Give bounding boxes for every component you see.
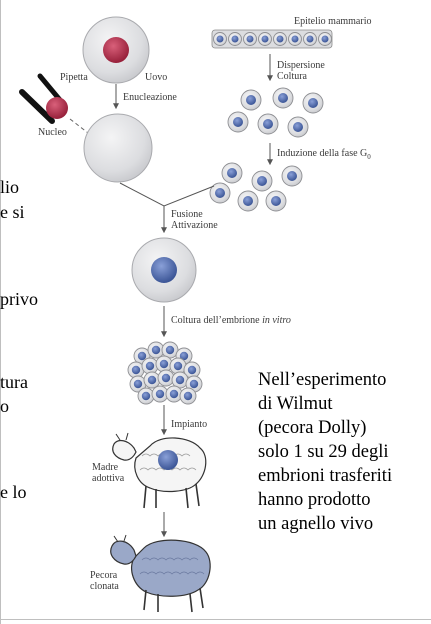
label-fusione: Fusione	[171, 209, 203, 220]
label-attivazione: Attivazione	[171, 220, 218, 231]
label-pipetta: Pipetta	[60, 72, 88, 83]
g0-cell	[265, 190, 287, 212]
morula-cell	[165, 385, 183, 403]
egg-cell	[82, 16, 150, 84]
cultured-cell	[257, 113, 279, 135]
cultured-cell	[227, 111, 249, 133]
caption-line: embrioni trasferiti	[258, 466, 393, 486]
side-text-fragment-1: lio	[0, 177, 20, 197]
label-epitelio-mammario: Epitelio mammario	[294, 16, 371, 27]
g0-cell	[251, 170, 273, 192]
surrogate-mother-sheep	[112, 432, 207, 509]
cultured-cell	[240, 89, 262, 111]
caption-line: (pecora Dolly)	[258, 418, 367, 438]
label-adottiva: adottiva	[92, 473, 125, 484]
morula-cell	[127, 361, 145, 379]
cultured-cell	[272, 87, 294, 109]
epithelium-cell	[273, 32, 287, 46]
frame-left-edge	[0, 0, 1, 624]
label-clonata: clonata	[90, 581, 119, 592]
morula-cell	[157, 369, 175, 387]
g0-cell	[281, 165, 303, 187]
label-pecora: Pecora	[90, 570, 118, 581]
label-enucleazione: Enucleazione	[123, 92, 177, 103]
g0-cell	[221, 162, 243, 184]
epithelium-cell	[228, 32, 242, 46]
caption-line: un agnello vivo	[258, 514, 374, 534]
enucleated-egg	[83, 113, 153, 183]
caption-line: hanno prodotto	[258, 490, 371, 510]
epithelium-cell	[318, 32, 332, 46]
caption-line: di Wilmut	[258, 394, 333, 414]
caption-line: Nell’esperimento	[258, 370, 387, 390]
label-coltura: Coltura	[277, 71, 308, 82]
fused-cell	[131, 237, 197, 303]
morula-cell	[147, 341, 165, 359]
label-uovo: Uovo	[145, 72, 167, 83]
label-coltura-embrione: Coltura dell’embrione in vitro	[171, 315, 291, 326]
epithelium-cell	[258, 32, 272, 46]
caption-wilmut: Nell’esperimento di Wilmut (pecora Dolly…	[258, 368, 430, 536]
side-text-fragment-6: e lo	[0, 482, 27, 502]
side-text-fragment-5: o	[0, 396, 9, 416]
label-impianto: Impianto	[171, 419, 207, 430]
morula-cell	[161, 341, 179, 359]
embryo-morula	[127, 341, 203, 405]
cultured-cell	[302, 92, 324, 114]
label-madre: Madre	[92, 462, 119, 473]
implanted-embryo	[158, 450, 178, 470]
morula-cell	[141, 357, 159, 375]
epithelium-cell	[288, 32, 302, 46]
morula-cell	[143, 371, 161, 389]
g0-cells	[209, 162, 303, 212]
frame-bottom-edge	[0, 619, 431, 620]
caption-line: solo 1 su 29 degli	[258, 442, 389, 462]
morula-cell	[169, 357, 187, 375]
pipette	[19, 73, 111, 151]
side-text-fragment-2: e si	[0, 202, 25, 222]
morula-cell	[185, 375, 203, 393]
cultured-cell	[287, 116, 309, 138]
morula-cell	[179, 387, 197, 405]
side-text-fragment-3: privo	[0, 289, 38, 309]
epithelium-cell	[243, 32, 257, 46]
mammary-epithelium-strip	[211, 29, 333, 49]
removed-nucleus	[46, 97, 68, 119]
cultured-cells	[227, 87, 324, 138]
epithelium-cell	[213, 32, 227, 46]
morula-cell	[137, 387, 155, 405]
g0-cell	[237, 190, 259, 212]
side-text-fragment-4: tura	[0, 372, 28, 392]
label-nucleo: Nucleo	[38, 127, 67, 138]
g0-cell	[209, 182, 231, 204]
fusion-connector	[119, 182, 215, 207]
epithelium-cell	[303, 32, 317, 46]
label-induzione: Induzione della fase G0	[277, 148, 371, 161]
label-dispersione: Dispersione	[277, 60, 325, 71]
morula-cell	[155, 355, 173, 373]
cloned-sheep	[110, 534, 211, 613]
morula-cell	[129, 375, 147, 393]
